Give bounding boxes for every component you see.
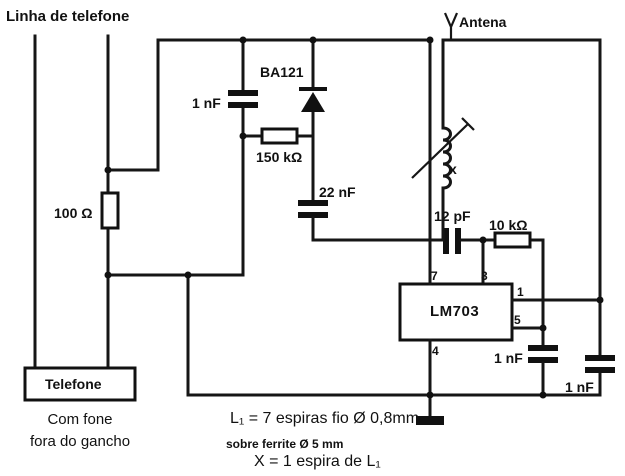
junction-dot — [426, 391, 434, 399]
pin-3-label: 3 — [481, 269, 488, 283]
diode-label: BA121 — [260, 64, 304, 80]
telephone-label: Telefone — [45, 376, 102, 392]
cap-1nf-right-label: 1 nF — [565, 379, 594, 395]
phone-line-label: Linha de telefone — [6, 8, 130, 25]
wire-100ohm-bottom — [106, 126, 245, 277]
capacitor-1nf-left-plate-top — [228, 90, 258, 96]
junction-dot — [104, 166, 112, 174]
capacitor-22nf-plate-top — [298, 200, 328, 206]
ic-label: LM703 — [430, 303, 480, 320]
capacitor-1nf-left-plate-bottom — [228, 102, 258, 108]
junction-dot — [479, 236, 487, 244]
diode-ba121 — [301, 92, 325, 112]
capacitor-1nf-mid-plate-bottom — [528, 357, 558, 363]
resistor-100-ohm — [100, 191, 120, 230]
pin-7-label: 7 — [431, 269, 438, 283]
coil-note-line-3: X = 1 espira de L₁ — [254, 453, 381, 470]
junction-dot — [184, 271, 192, 279]
capacitor-1nf-mid-plate-top — [528, 345, 558, 351]
cap-12pf-label: 12 pF — [434, 208, 471, 224]
antenna-label: Antena — [459, 14, 507, 30]
antenna-symbol — [443, 12, 459, 40]
coil-note-line-1: L₁ = 7 espiras fio Ø 0,8mm — [230, 410, 420, 427]
junction-dot — [539, 324, 547, 332]
coil-note-line-2: sobre ferrite Ø 5 mm — [226, 437, 344, 451]
coil-tuning-arrow — [411, 117, 475, 179]
coil-l1 — [441, 126, 452, 190]
ground-symbol — [416, 416, 444, 425]
junction-dot — [596, 296, 604, 304]
capacitor-12pf-plate-left — [443, 228, 449, 254]
wire-pin5 — [510, 326, 545, 347]
resistor-150k — [260, 127, 299, 145]
junction-dot — [309, 36, 317, 44]
caption-line-2: fora do gancho — [29, 433, 131, 450]
junction-dot — [426, 36, 434, 44]
wire-100ohm-top — [106, 38, 160, 172]
coil-x-label: x — [449, 161, 457, 177]
pin-4-label: 4 — [432, 344, 439, 358]
junction-dots — [104, 36, 604, 399]
cap-1nf-left-label: 1 nF — [192, 95, 221, 111]
capacitor-22nf-plate-bottom — [298, 212, 328, 218]
junction-dot — [239, 132, 247, 140]
resistor-10k-label: 10 kΩ — [489, 217, 528, 233]
pin-5-label: 5 — [514, 313, 521, 327]
caption-line-1: Com fone — [47, 411, 113, 428]
junction-dot — [104, 271, 112, 279]
capacitor-12pf-plate-right — [455, 228, 461, 254]
capacitor-1nf-right-plate-top — [585, 355, 615, 361]
junction-dot — [239, 36, 247, 44]
capacitor-1nf-right-plate-bottom — [585, 367, 615, 373]
resistor-150k-label: 150 kΩ — [256, 149, 303, 165]
ground-bus-wire — [186, 273, 602, 397]
cap-22nf-label: 22 nF — [319, 184, 356, 200]
wire-22nf-to-12pf — [311, 216, 445, 242]
ic-lm703 — [398, 282, 514, 342]
junction-dot — [539, 391, 547, 399]
telephone-box — [23, 366, 137, 402]
diode-ba121-bar — [299, 87, 327, 91]
cap-1nf-mid-label: 1 nF — [494, 350, 523, 366]
resistor-10k — [493, 231, 532, 249]
resistor-100-label: 100 Ω — [54, 205, 93, 221]
pin-1-label: 1 — [517, 285, 524, 299]
